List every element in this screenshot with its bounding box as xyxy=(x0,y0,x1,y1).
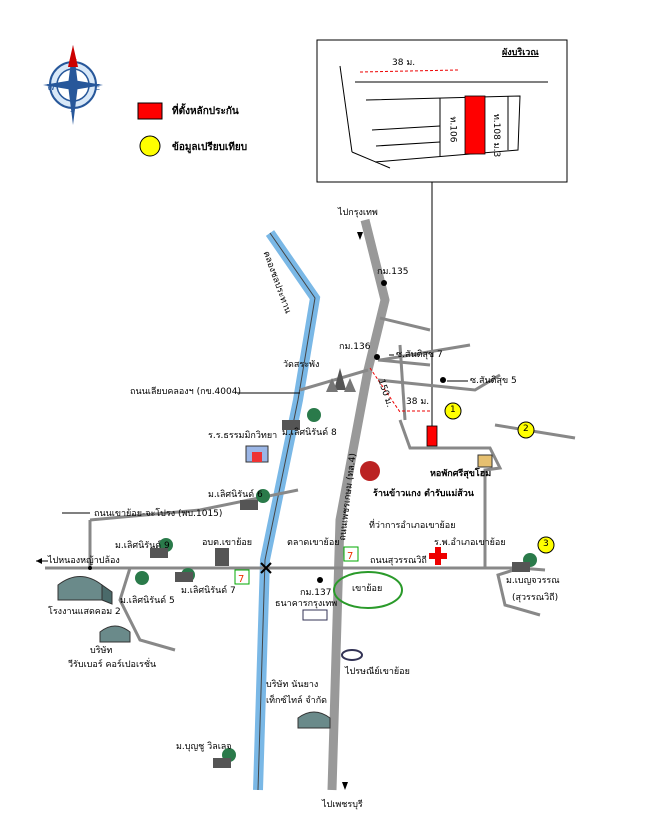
inset-title: ผังบริเวณ xyxy=(502,48,539,58)
marker-3-number: 3 xyxy=(543,539,549,549)
legend-comparison-swatch xyxy=(139,135,161,157)
label-dorm: หอพักศรีสุขโฮม xyxy=(430,469,492,479)
warehouse-icon xyxy=(99,625,331,729)
legend-comparison-label: ข้อมูลเปรียบเทียบ xyxy=(172,142,248,153)
restaurant-icon xyxy=(360,461,380,481)
comparison-marker-1 xyxy=(444,402,462,420)
label-factory: โรงงานแสดคอม 2 xyxy=(48,607,121,617)
inset-plan xyxy=(339,65,548,169)
label-hospital: ร.พ.อำเภอเขาย้อย xyxy=(434,538,506,548)
label-nanyang-b: เท็กซ์ไทล์ จำกัด xyxy=(266,696,328,706)
comparison-marker-2 xyxy=(517,421,535,439)
label-lert5: ม.เลิศนิรันด์ 5 xyxy=(120,596,175,606)
inset-road-a: ท.106 xyxy=(447,116,458,143)
svg-text:7: 7 xyxy=(238,574,244,585)
label-khaoyoi: เขาย้อย xyxy=(352,584,383,594)
km-points xyxy=(88,280,446,583)
compass-e: E xyxy=(95,83,100,92)
legend-collateral-swatch xyxy=(137,102,163,120)
compass-n: N xyxy=(69,58,77,69)
label-suwanwithi: ถนนสุวรรณวิถี xyxy=(370,556,427,566)
svg-text:7: 7 xyxy=(347,551,353,562)
label-benjawan-a: ม.เบญจวรรณ xyxy=(506,576,560,586)
label-soi7: ซ.สันติสุข 7 xyxy=(396,350,443,360)
dorm-icon xyxy=(477,454,493,468)
compass-rose-icon xyxy=(43,45,103,125)
label-to-phetchaburi: ไปเพชรบุรี xyxy=(322,800,363,810)
collateral-marker xyxy=(426,425,438,447)
label-lert9: ม.เลิศนิรันด์ 9 xyxy=(115,541,170,551)
label-road-1015: ถนนเขาย้อย-จะโปรง (พบ.1015) xyxy=(94,509,223,519)
inset-frame xyxy=(316,39,568,183)
hospital-cross-icon xyxy=(429,547,447,565)
label-restaurant: ร้านข้าวแกง ตำรับแม่ส้วน xyxy=(373,489,474,499)
legend-collateral-label: ที่ตั้งหลักประกัน xyxy=(172,106,239,117)
label-dist38: 38 ม. xyxy=(406,397,430,407)
label-km136: กม.136 xyxy=(339,342,371,352)
label-company-b: วีรับเบอร์ คอร์เปอเรชั่น xyxy=(68,660,157,670)
petkasem-highway xyxy=(327,218,390,791)
khaoyoi-hill xyxy=(333,571,403,609)
label-road-canal: ถนนเลียบคลองฯ (กข.4004) xyxy=(130,387,241,397)
label-wat: วัดสระพัง xyxy=(283,360,320,370)
label-benjawan-b: (สุวรรณวิถี) xyxy=(512,593,559,603)
label-market: ตลาดเขาย้อย xyxy=(287,538,340,548)
canal xyxy=(253,230,321,791)
compass-w: W xyxy=(47,83,55,92)
label-school: ร.ร.ธรรมมิกวิทยา xyxy=(208,431,278,441)
intersection-icon xyxy=(260,562,272,574)
label-soi5: ซ.สันติสุข 5 xyxy=(470,376,517,386)
post-icon xyxy=(341,649,363,661)
label-boonchu: ม.บุญชู วิลเลจ xyxy=(176,742,232,752)
label-obt: อบต.เขาย้อย xyxy=(202,538,253,548)
label-district-office: ที่ว่าการอำเภอเขาย้อย xyxy=(369,521,456,531)
compass-s: S xyxy=(70,105,75,114)
label-company-a: บริษัท xyxy=(90,646,113,656)
factory-icon xyxy=(57,576,113,605)
inset-distance: 38 ม. xyxy=(392,58,416,68)
comparison-marker-3 xyxy=(537,536,555,554)
label-km137: กม.137 xyxy=(300,588,332,598)
label-nanyang-a: บริษัท นันยาง xyxy=(266,680,319,690)
label-post: ไปรษณีย์เขาย้อย xyxy=(345,667,410,677)
temple-icon xyxy=(326,368,356,392)
label-bank: ธนาคารกรุงเทพ xyxy=(275,599,338,609)
inset-road-b: ท.108 ม.3 xyxy=(491,113,502,158)
building-icons xyxy=(150,420,530,768)
label-to-bangkok: ไปกรุงเทพ xyxy=(338,208,378,218)
inset-collateral-plot xyxy=(464,95,486,155)
label-km135: กม.135 xyxy=(377,267,409,277)
label-lert6: ม.เลิศนิรันด์ 6 xyxy=(208,490,263,500)
seven-eleven-icons: 7 7 xyxy=(234,546,359,585)
marker-2-number: 2 xyxy=(523,424,529,434)
bank-icon xyxy=(302,609,328,621)
marker-1-number: 1 xyxy=(450,405,456,415)
label-lert7: ม.เลิศนิรันด์ 7 xyxy=(181,586,236,596)
school-icon xyxy=(245,445,269,463)
label-lert8: ม.เลิศนิรันด์ 8 xyxy=(282,428,337,438)
label-to-nongyaplong: ไปหนองหญ้าปล้อง xyxy=(48,556,120,566)
